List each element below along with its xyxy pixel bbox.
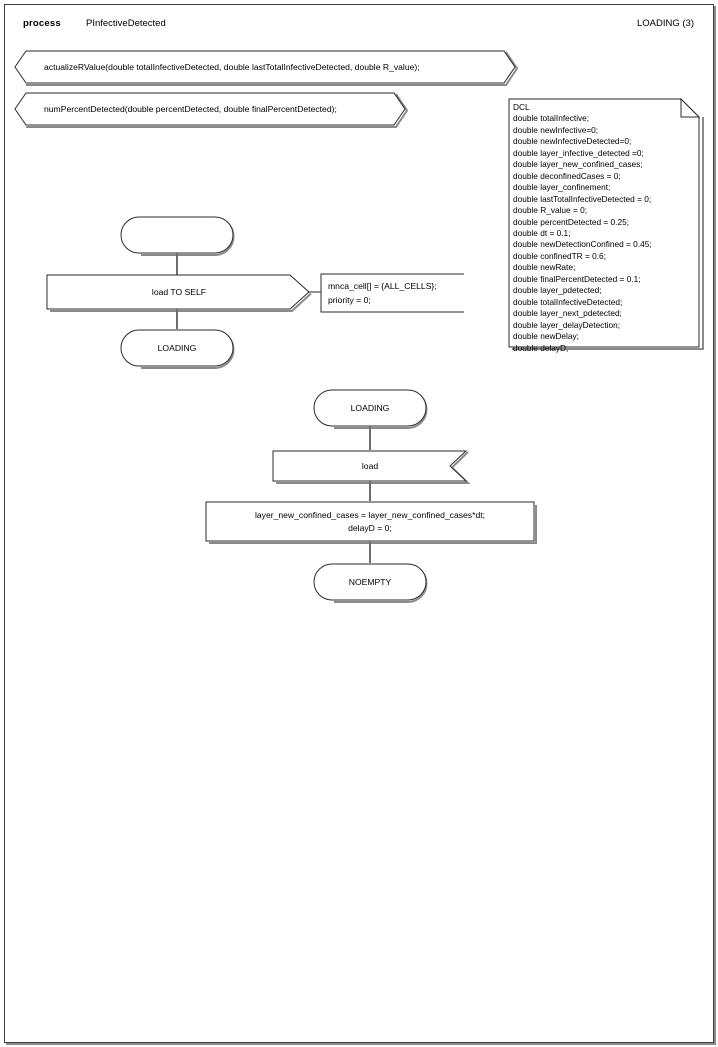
connector-line [369, 426, 371, 450]
process-name: PInfectiveDetected [86, 18, 166, 29]
connector-line [369, 481, 371, 501]
comment-text: mnca_cell[] = {ALL_CELLS}; priority = 0; [328, 281, 437, 305]
state-symbol-loading-lower[interactable]: LOADING [313, 389, 428, 429]
task-symbol[interactable]: layer_new_confined_cases = layer_new_con… [205, 501, 537, 544]
process-keyword: process [23, 18, 61, 29]
state-symbol-start-empty[interactable] [120, 216, 235, 256]
comment-box: mnca_cell[] = {ALL_CELLS}; priority = 0; [320, 273, 464, 313]
state-symbol-noempty[interactable]: NOEMPTY [313, 563, 428, 603]
connector-line [369, 541, 371, 563]
page-reference-label: LOADING (3) [636, 18, 694, 29]
procedure-shape-numpercentdetected[interactable]: numPercentDetected(double percentDetecte… [14, 92, 409, 128]
procedure-shape-actualizervalue[interactable]: actualizeRValue(double totalInfectiveDet… [14, 50, 519, 86]
declaration-text: DCL double totalInfective; double newInf… [513, 102, 652, 353]
connector-line [176, 309, 178, 329]
state-symbol-loading-upper[interactable]: LOADING [120, 329, 235, 369]
connector-line [176, 253, 178, 275]
output-symbol-load-to-self[interactable]: load TO SELF [46, 274, 312, 312]
declaration-note: DCL double totalInfective; double newInf… [508, 97, 704, 353]
input-symbol-load[interactable]: load [272, 450, 471, 484]
